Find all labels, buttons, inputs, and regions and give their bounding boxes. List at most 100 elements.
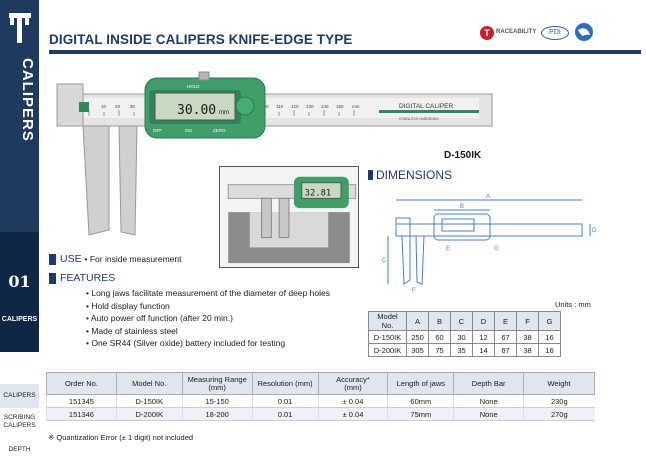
- traceability-logo-mark: T: [480, 26, 494, 40]
- dim-cell: 35: [450, 343, 473, 357]
- scale-mark: 140: [321, 104, 329, 109]
- order-cell: 0.01: [251, 394, 319, 408]
- order-cell: 270g: [523, 407, 595, 421]
- caliper-illustration: DIGITAL CALIPER STAINLESS HARDENED 10 20…: [56, 71, 493, 236]
- hold-label: HOLD: [187, 84, 200, 89]
- lock-screw[interactable]: [198, 71, 210, 81]
- order-cell: 75mm: [387, 407, 454, 421]
- features-bullet: [49, 273, 56, 284]
- dim-cell: 75: [428, 343, 451, 357]
- lcd-unit: mm: [219, 110, 229, 116]
- off-label: OFF: [153, 128, 162, 133]
- section-label: CALIPERS: [1, 316, 38, 323]
- scale-mark: 120: [291, 104, 299, 109]
- order-col-header: Measuring Range (mm): [181, 372, 253, 395]
- sidebar-nav-calipers[interactable]: CALIPERS: [0, 384, 39, 408]
- dim-col-header: A: [406, 311, 429, 331]
- scale-mark: 20: [115, 104, 121, 109]
- dimensions-heading: DIMENSIONS: [368, 168, 452, 182]
- zero-label: ZERO: [213, 128, 226, 133]
- sidebar-nav-depth[interactable]: DEPTH: [8, 446, 31, 453]
- brand-label: DIGITAL CALIPER: [399, 103, 453, 110]
- dim-cell: 250: [406, 330, 429, 344]
- dim-col-header: G: [538, 311, 561, 331]
- scale-mark: 130: [306, 104, 314, 109]
- pdi-logo: PDI: [541, 26, 569, 40]
- dimensions-bullet: [368, 170, 373, 180]
- dim-cell: D-200IK: [368, 343, 407, 357]
- sidebar: CALIPERS 01 CALIPERS CALIPERS SCRIBING C…: [0, 0, 39, 458]
- dim-cell: 38: [516, 330, 539, 344]
- globe-icon: [575, 23, 593, 41]
- order-cell: 151346: [46, 407, 117, 421]
- dim-cell: 14: [472, 343, 495, 357]
- model-tag: D-150IK: [444, 150, 482, 161]
- dim-col-header: E: [494, 311, 517, 331]
- use-heading: USE: [60, 253, 82, 265]
- title-rule: [49, 50, 641, 54]
- list-item: • Hold display function: [86, 300, 170, 311]
- dim-letter-g: G: [494, 246, 499, 252]
- order-col-header: Model No.: [115, 372, 183, 395]
- order-col-header: Resolution (mm): [251, 372, 319, 395]
- features-list: • Long jaws facilitate measurement of th…: [86, 288, 346, 351]
- brand-subtitle: STAINLESS HARDENED: [399, 117, 439, 121]
- use-bullet: [49, 254, 56, 265]
- use-description: • For inside measurement: [84, 254, 182, 264]
- dimensions-heading-text: DIMENSIONS: [376, 168, 453, 182]
- sidebar-section-band: [0, 232, 39, 352]
- dim-col-header: B: [428, 311, 451, 331]
- dimensions-header-row: Model No. A B C D E F G: [368, 311, 561, 331]
- order-col-header: Order No.: [46, 372, 117, 395]
- sidebar-category-label: CALIPERS: [19, 58, 36, 142]
- list-item: • Long jaws facilitate measurement of th…: [86, 288, 330, 298]
- on-label: ON: [185, 128, 192, 133]
- order-cell: 15-150: [181, 394, 253, 408]
- order-col-header: Accuracy* (mm): [317, 372, 389, 395]
- scale-mark: 110: [276, 104, 284, 109]
- order-col-header: Weight: [523, 372, 595, 395]
- dim-letter-f: F: [412, 288, 416, 294]
- order-col-header: Length of jaws: [387, 372, 455, 395]
- dim-letter-a: A: [486, 194, 490, 200]
- table-row: D-150IK 250 60 30 12 67 38 16: [368, 330, 561, 344]
- caliper-icon: [9, 13, 31, 43]
- traceability-logo-text: RACEABILITY: [496, 29, 537, 35]
- dim-letter-b: B: [460, 204, 464, 210]
- order-cell: 151345: [46, 394, 117, 408]
- dim-cell: 60: [428, 330, 451, 344]
- dim-cell: 38: [516, 343, 539, 357]
- lcd-reading: 30.00: [177, 103, 216, 118]
- use-section: USE • For inside measurement: [60, 253, 182, 265]
- page-title: DIGITAL INSIDE CALIPERS KNIFE-EDGE TYPE: [49, 32, 353, 47]
- scale-mark: 150: [336, 104, 344, 109]
- dim-letter-d: D: [592, 228, 597, 234]
- thumb-wheel[interactable]: [235, 96, 255, 116]
- dim-col-header: C: [450, 311, 473, 331]
- dim-letter-c: C: [382, 258, 387, 264]
- order-table: Order No. Model No. Measuring Range (mm)…: [46, 372, 595, 421]
- dim-letter-e: E: [446, 246, 450, 252]
- footnote: ※ Quantization Error (± 1 digit) not inc…: [48, 433, 194, 442]
- dimensions-drawing: A B C D E F G: [382, 194, 597, 294]
- dimensions-table: Model No. A B C D E F G D-150IK 250 60 3…: [368, 311, 561, 357]
- features-heading: FEATURES: [60, 272, 116, 284]
- order-cell: 60mm: [387, 394, 454, 408]
- dim-cell: D-150IK: [368, 330, 407, 344]
- order-header-row: Order No. Model No. Measuring Range (mm)…: [46, 372, 595, 395]
- units-label: Units : mm: [555, 300, 591, 309]
- usage-inset-illustration: 32.81: [219, 166, 359, 268]
- list-item: • Made of stainless steel: [86, 325, 178, 336]
- dim-col-header: F: [516, 311, 539, 331]
- order-cell: ± 0.04: [317, 407, 388, 421]
- section-number: 01: [8, 272, 31, 291]
- order-cell: 18-200: [181, 407, 253, 421]
- dim-cell: 67: [494, 343, 517, 357]
- sidebar-nav-scribing-calipers[interactable]: SCRIBING CALIPERS: [3, 414, 36, 429]
- traceability-logo: T RACEABILITY: [480, 26, 537, 40]
- dim-cell: 67: [494, 330, 517, 344]
- dim-cell: 12: [472, 330, 495, 344]
- order-cell: 230g: [523, 394, 595, 408]
- table-row: 151346 D-200IK 18-200 0.01 ± 0.04 75mm N…: [46, 407, 595, 421]
- scale-mark: mm: [352, 104, 360, 109]
